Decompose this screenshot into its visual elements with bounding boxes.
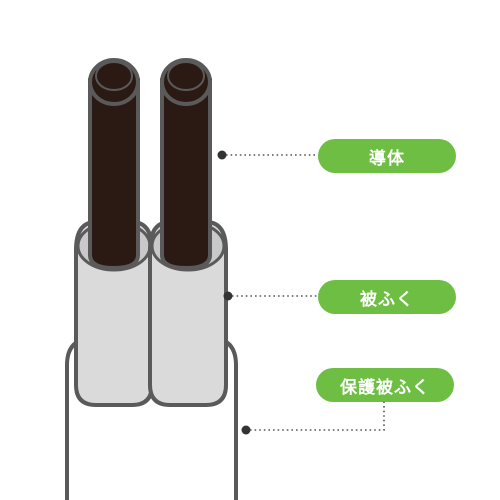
conductor-left-rim <box>95 61 133 91</box>
leader-sheath <box>241 402 385 435</box>
conductor-left <box>88 78 140 271</box>
conductor-label: 導体 <box>318 139 456 173</box>
leader-insulation <box>223 291 318 301</box>
sheath-label: 保護被ふく <box>316 368 454 402</box>
insulation-label: 被ふく <box>318 280 456 314</box>
conductor-left-top <box>88 58 140 106</box>
conductor-right <box>160 78 212 271</box>
conductor-right-rim <box>167 61 205 91</box>
conductor-right-top <box>160 58 212 106</box>
leader-conductor <box>217 150 318 160</box>
